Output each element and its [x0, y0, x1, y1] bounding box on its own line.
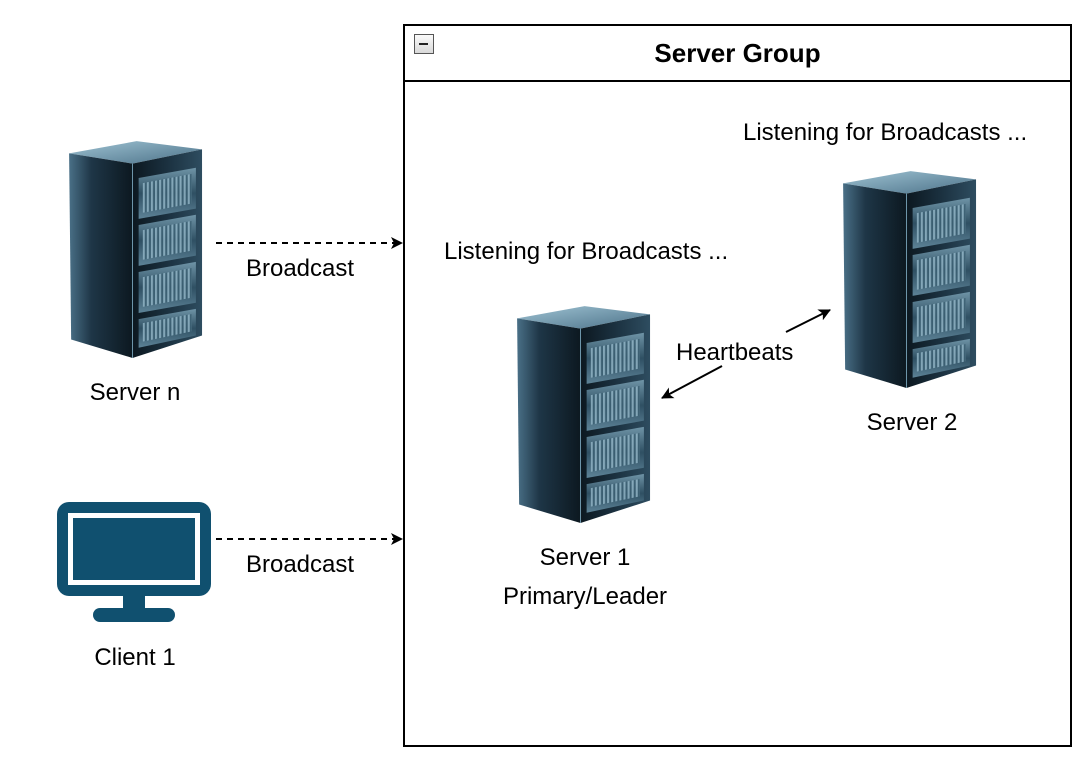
server-1-label: Server 1 — [539, 544, 631, 571]
server-1-rack-icon[interactable] — [508, 300, 653, 525]
server-group-container — [403, 24, 1072, 747]
server-2-label: Server 2 — [866, 409, 958, 436]
heartbeats-upper-arrow — [785, 309, 831, 333]
server-n-broadcast-label: Broadcast — [245, 255, 355, 282]
server-group-title: Server Group — [654, 38, 821, 68]
server-1-listening-note: Listening for Broadcasts ... — [444, 238, 729, 265]
server-n-label: Server n — [89, 379, 181, 406]
server-1-role-label: Primary/Leader — [502, 583, 668, 610]
heartbeats-label: Heartbeats — [676, 339, 794, 366]
client-1-label: Client 1 — [94, 644, 176, 671]
client-broadcast-label: Broadcast — [245, 551, 355, 578]
heartbeats-lower-arrow — [661, 365, 723, 399]
server-group-header — [403, 24, 1072, 82]
client-monitor-icon[interactable] — [53, 498, 215, 626]
server-n-rack-icon[interactable] — [60, 135, 205, 360]
collapse-toggle-icon[interactable] — [414, 34, 434, 54]
server-2-listening-note: Listening for Broadcasts ... — [743, 119, 1028, 146]
server-2-rack-icon[interactable] — [834, 165, 979, 390]
